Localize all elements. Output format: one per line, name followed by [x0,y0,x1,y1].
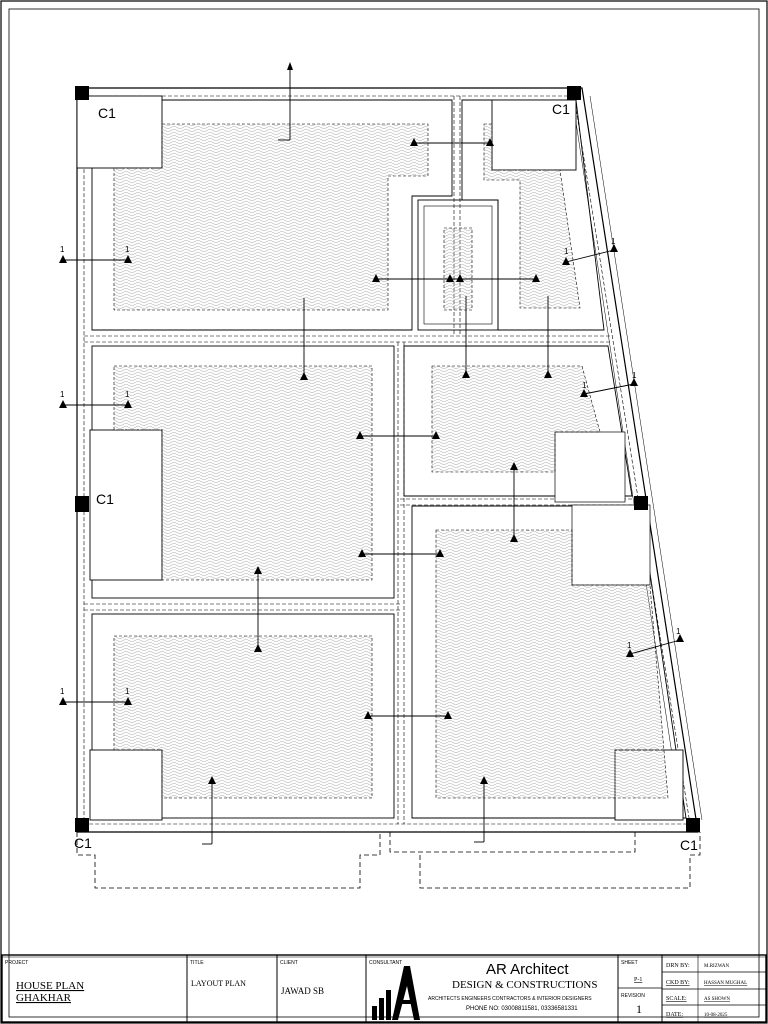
revision-header: REVISION [621,993,645,999]
svg-text:1: 1 [125,687,130,696]
svg-text:1: 1 [582,381,587,390]
drn-value: M.RIZWAN [704,964,730,969]
section-lines [62,66,681,845]
svg-text:1: 1 [125,245,130,254]
svg-text:1: 1 [564,247,569,256]
ar-logo-icon [372,966,420,1020]
scale-label: SCALE: [666,996,687,1002]
block-right-lower [571,504,651,586]
firm-subtitle: DESIGN & CONSTRUCTIONS [452,979,597,991]
block-bottom-left [89,749,163,821]
block-left [89,429,163,581]
column-4 [634,496,648,510]
parquet-slabs [113,123,669,799]
ckd-label: CKD BY: [666,980,690,986]
ckd-value: HASSAN MUGHAL [704,981,747,986]
slab-area-1 [113,123,429,311]
column-labels: C1 C1 C1 C1 C1 [74,101,698,853]
slab-area-2 [483,123,581,309]
svg-text:1: 1 [611,237,616,246]
slab-area-7 [435,529,669,799]
column-2 [567,86,581,100]
columns [75,86,700,832]
beam-markers: 1 1 1 1 1 1 1 1 1 1 1 1 [60,237,681,696]
column-label-3: C1 [96,491,114,507]
room-mid-right [403,345,633,497]
slab-area-6 [113,635,373,799]
sheet-header: SHEET [621,960,638,966]
firm-tagline: ARCHITECTS ENGINEERS CONTRACTORS & INTER… [428,996,592,1002]
column-label-4: C1 [74,835,92,851]
svg-text:1: 1 [125,390,130,399]
date-label: DATE: [666,1012,683,1018]
block-top-left [76,95,163,169]
title-block-text: PROJECT HOUSE PLAN GHAKHAR TITLE LAYOUT … [5,960,747,1018]
revision-value: 1 [636,1002,642,1016]
svg-text:1: 1 [632,371,637,380]
svg-text:1: 1 [60,390,65,399]
column-5 [75,818,89,832]
column-6 [686,818,700,832]
consultant-header: CONSULTANT [369,960,402,966]
svg-text:1: 1 [60,687,65,696]
client-header: CLIENT [280,960,298,966]
date-value: 10-08-2025 [704,1013,728,1018]
footings [76,832,701,889]
section-arrows [59,62,684,784]
scale-value: AS SHOWN [704,997,730,1002]
block-top-right [491,99,577,171]
layout-plan [76,87,703,833]
project-header: PROJECT [5,960,28,966]
project-line-1: HOUSE PLAN [16,980,84,992]
title-value: LAYOUT PLAN [191,979,246,988]
column-label-5: C1 [680,837,698,853]
sheet-value: P-1 [634,977,642,983]
slab-area-4 [113,365,373,581]
slab-area-3 [443,227,473,311]
svg-text:1: 1 [676,627,681,636]
column-1 [75,86,89,100]
room-top-left [91,99,453,331]
slab-area-5 [431,365,601,473]
title-block [1,954,767,1023]
firm-phone: PHONE NO: 03008811581, 03336581331 [466,1006,578,1012]
column-3 [75,496,89,512]
client-value: JAWAD SB [281,986,324,996]
slant-line-b [589,95,703,821]
svg-text:1: 1 [60,245,65,254]
column-label-1: C1 [98,105,116,121]
title-header: TITLE [190,960,204,966]
firm-name: AR Architect [486,961,569,978]
drn-label: DRN BY: [666,963,690,969]
column-label-2: C1 [552,101,570,117]
svg-text:1: 1 [627,641,632,650]
block-right-upper [554,431,626,503]
project-line-2: GHAKHAR [16,992,72,1004]
